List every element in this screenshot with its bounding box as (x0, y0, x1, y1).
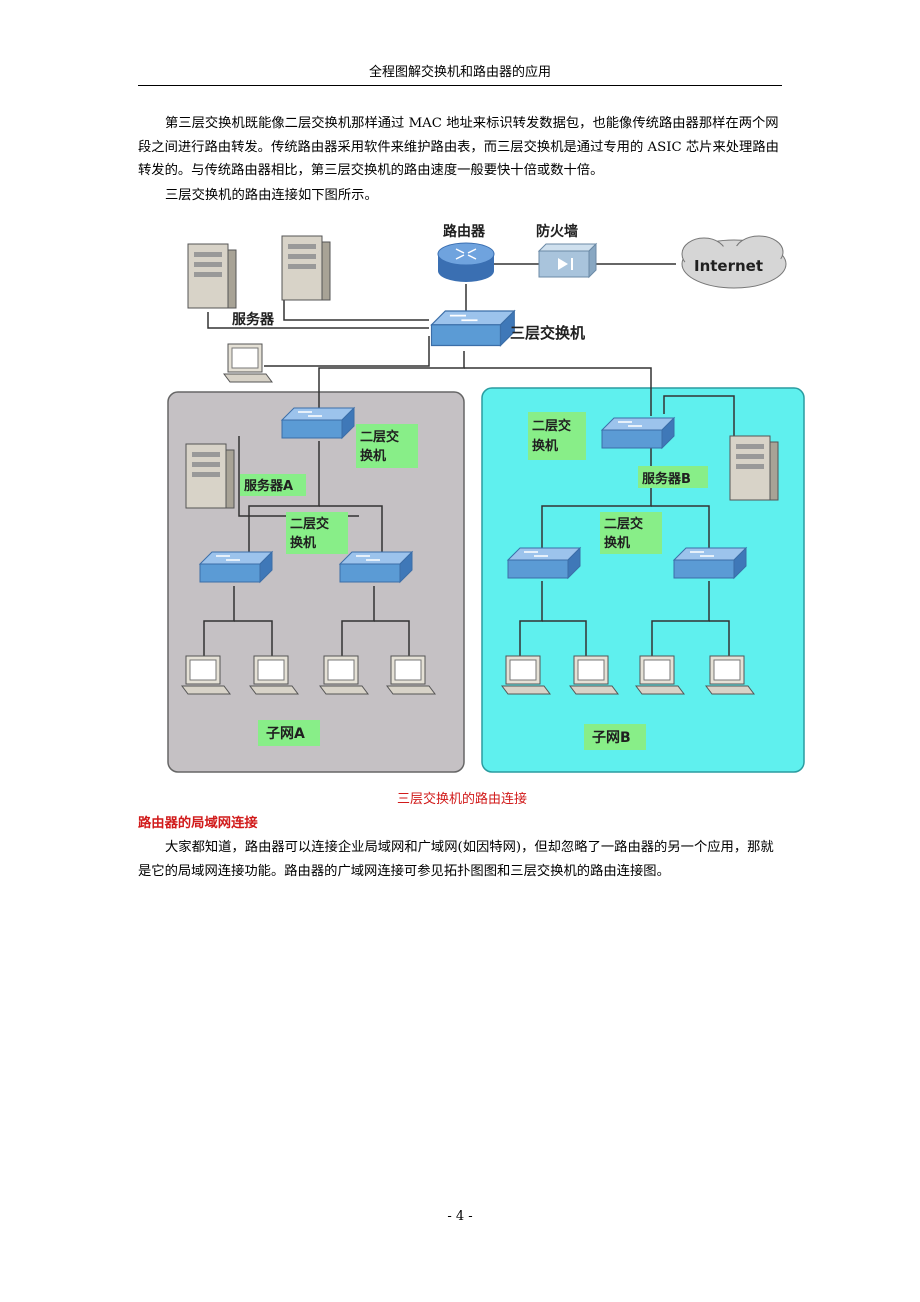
figure-caption: 三层交换机的路由连接 (396, 792, 527, 807)
computer-icon (223, 343, 273, 383)
section-heading: 路由器的局域网连接 (138, 816, 258, 831)
subnet-b-switch-label-line1: 二层交 (532, 418, 571, 434)
router-icon (437, 242, 495, 282)
page-header: 全程图解交换机和路由器的应用 (138, 64, 782, 86)
internet-label: Internet (694, 257, 763, 275)
server-b-icon (729, 435, 779, 501)
subnet-b-lower-switch-label-line1: 二层交 (604, 516, 643, 532)
subnet-a-label: 子网A (266, 726, 305, 742)
subnet-a-l2-switch-icon (281, 407, 355, 439)
router-label: 路由器 (443, 223, 486, 240)
paragraph-intro: 第三层交换机既能像二层交换机那样通过 MAC 地址来标识转发数据包，也能像传统路… (138, 116, 779, 178)
paragraph-figure-intro: 三层交换机的路由连接如下图所示。 (165, 188, 378, 203)
server-b-label: 服务器B (642, 471, 691, 487)
firewall-label: 防火墙 (536, 223, 578, 240)
server-icon (281, 235, 331, 301)
network-topology-diagram: 路由器 防火墙 Internet 服务器 三层交换机 二层交 换机 服务器A 二… (167, 223, 805, 773)
subnet-b-lower-switch-label-line2: 换机 (604, 535, 630, 551)
firewall-icon (537, 242, 598, 279)
l2-switch-icon (339, 551, 413, 583)
server-a-label: 服务器A (244, 478, 293, 494)
layer3-switch-label: 三层交换机 (510, 324, 585, 342)
subnet-a-switch-label-line2: 换机 (360, 448, 386, 464)
internet-cloud-icon (681, 235, 787, 289)
page-number: - 4 - (447, 1209, 473, 1224)
paragraph-lan-connection: 大家都知道，路由器可以连接企业局域网和广域网(如因特网)，但却忽略了一路由器的另… (138, 840, 774, 879)
subnet-b-label: 子网B (592, 730, 631, 746)
subnet-b-l2-switch-icon (601, 417, 675, 449)
l2-switch-icon (507, 547, 581, 579)
subnet-b-switch-label-line2: 换机 (532, 438, 558, 454)
subnet-a-lower-switch-label-line2: 换机 (290, 535, 316, 551)
subnet-a-switch-label-line1: 二层交 (360, 429, 399, 445)
layer3-switch-icon (430, 310, 516, 347)
server-icon (187, 243, 237, 309)
servers-label: 服务器 (232, 311, 275, 328)
server-a-icon (185, 443, 235, 509)
subnet-a-lower-switch-label-line1: 二层交 (290, 516, 329, 532)
l2-switch-icon (199, 551, 273, 583)
l2-switch-icon (673, 547, 747, 579)
